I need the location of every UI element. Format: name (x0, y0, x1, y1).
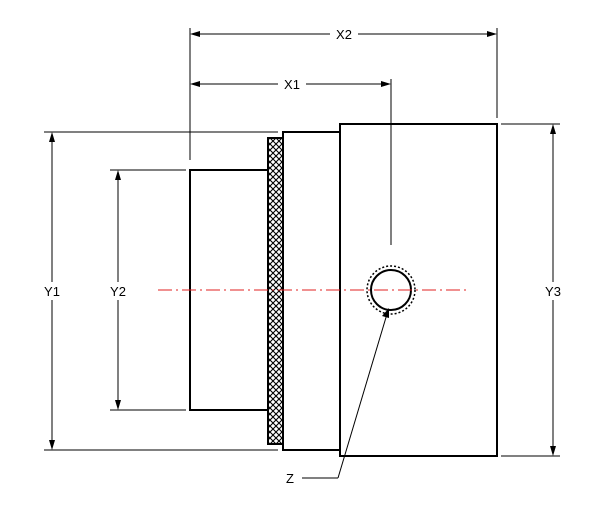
z-label: Z (286, 471, 294, 486)
x1-dimension: X1 (190, 77, 391, 92)
y3-label: Y3 (545, 284, 561, 299)
x2-dimension: X2 (190, 27, 497, 42)
y1-label: Y1 (44, 284, 60, 299)
z-leader: Z (286, 308, 389, 486)
y2-label: Y2 (110, 284, 126, 299)
x1-label: X1 (284, 77, 300, 92)
knurled-ring (267, 137, 284, 445)
x2-label: X2 (336, 27, 352, 42)
hole-outer (366, 265, 416, 315)
y2-dimension: Y2 (110, 170, 126, 410)
middle-body (282, 131, 341, 451)
y3-dimension: Y3 (545, 124, 561, 456)
y1-dimension: Y1 (44, 132, 60, 450)
